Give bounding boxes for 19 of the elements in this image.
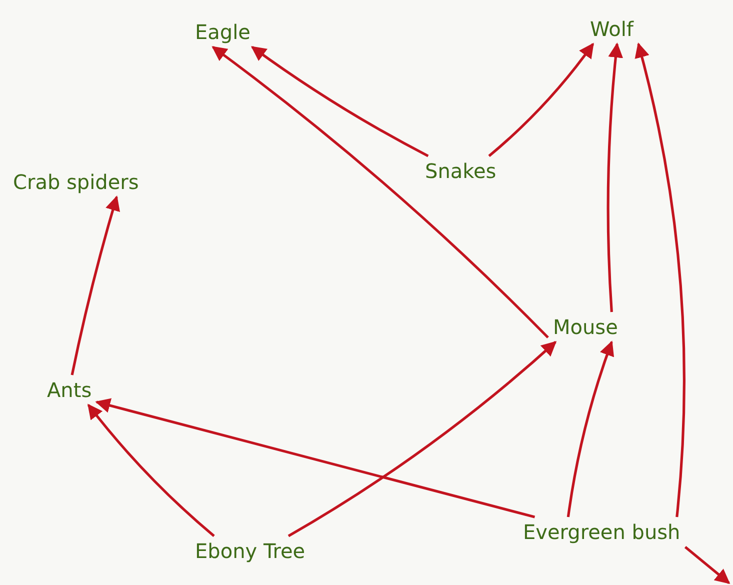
arrow xyxy=(212,46,549,338)
node-label: Snakes xyxy=(420,156,502,186)
arrow xyxy=(87,404,215,537)
arrow xyxy=(70,196,120,376)
arrow xyxy=(606,42,624,312)
arrow xyxy=(566,340,614,518)
arrow xyxy=(634,42,686,518)
arrow xyxy=(488,42,594,157)
arrow xyxy=(250,46,429,158)
arrow xyxy=(684,546,730,584)
node-label: Evergreen bush xyxy=(518,517,686,547)
node-label: Crab spiders xyxy=(8,167,144,197)
arrow xyxy=(95,398,536,518)
node-label: Wolf xyxy=(585,14,638,44)
node-label: Ants xyxy=(42,375,97,405)
node-label: Eagle xyxy=(190,17,256,47)
arrow xyxy=(288,341,557,538)
node-label: Mouse xyxy=(548,312,623,342)
node-label: Ebony Tree xyxy=(190,536,310,566)
